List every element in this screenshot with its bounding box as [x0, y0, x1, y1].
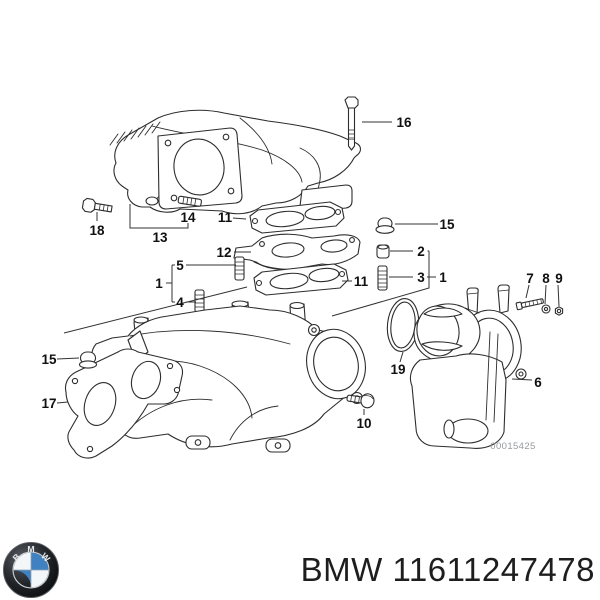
callout-17: 17 [41, 396, 56, 411]
adapter-plate-12-drawing [233, 233, 361, 271]
callout-16: 16 [396, 115, 412, 130]
gasket-11-top-drawing [249, 201, 345, 234]
bmw-roundel-logo: B M W [2, 541, 60, 599]
callout-3: 3 [417, 270, 425, 285]
washer-8 [541, 304, 551, 314]
callout-8: 8 [542, 271, 550, 286]
callout-5: 5 [176, 258, 184, 273]
callout-15-right: 15 [439, 217, 455, 232]
stud-14 [177, 195, 202, 207]
part-number: 11611247478 [392, 551, 595, 588]
cap-nut-15-left [78, 351, 98, 369]
gasket-11-middle-drawing [253, 263, 349, 296]
hex-bolt-18 [81, 197, 113, 213]
exploded-parts-diagram: 16 18 13 14 11 12 5 1 4 15 2 3 1 11 7 8 … [41, 96, 564, 459]
bmw-roundel-svg: B M W [2, 541, 60, 599]
callout-9: 9 [555, 271, 563, 286]
cap-nut-15-right [375, 217, 395, 234]
roundel-quadrants [13, 552, 49, 588]
callout-leader-lines [56, 121, 560, 415]
bolt-7 [515, 298, 544, 311]
throttle-body-drawing [409, 284, 527, 449]
callout-15-left: 15 [41, 352, 57, 367]
roundel-letter-b: B [11, 551, 23, 563]
upper-intake-plenum-drawing [109, 109, 362, 215]
callout-7: 7 [526, 271, 534, 286]
callout-12: 12 [216, 245, 231, 260]
stud-4 [194, 289, 205, 313]
callout-11-top: 11 [218, 210, 233, 225]
part-number-title: BMW 11611247478 [301, 551, 595, 589]
callout-14: 14 [180, 210, 196, 225]
brand-name: BMW [300, 551, 383, 588]
callout-labels: 16 18 13 14 11 12 5 1 4 15 2 3 1 11 7 8 … [41, 115, 562, 431]
callout-19: 19 [390, 362, 405, 377]
spacer-2 [376, 244, 390, 259]
callout-18: 18 [89, 223, 105, 238]
stud-3 [377, 265, 388, 291]
callout-6: 6 [534, 375, 542, 390]
stud-5 [234, 256, 245, 281]
long-bolt-16 [344, 96, 359, 151]
callout-1-left: 1 [155, 276, 163, 291]
callout-11-middle: 11 [354, 274, 369, 289]
callout-4: 4 [176, 295, 184, 310]
gasket-17-drawing [64, 348, 184, 459]
callout-1-right: 1 [439, 270, 447, 285]
callout-10: 10 [356, 416, 371, 431]
callout-13: 13 [152, 230, 168, 245]
roundel-letter-m: M [27, 544, 34, 554]
bolt-10 [346, 393, 375, 409]
callout-2: 2 [417, 244, 425, 259]
plenum-rib-hatch [109, 121, 161, 146]
nut-9 [554, 306, 564, 316]
watermark-number: 00015425 [490, 441, 535, 452]
